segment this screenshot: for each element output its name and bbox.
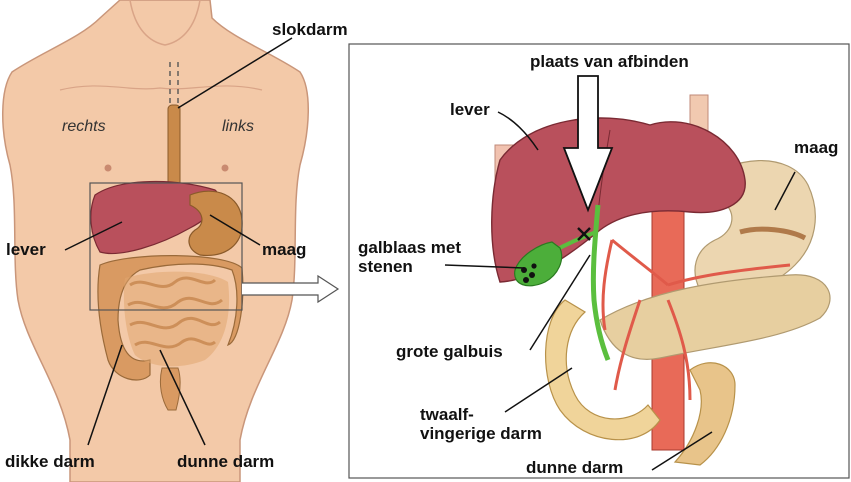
label-duodenum-line1: twaalf- <box>420 405 542 424</box>
label-ligation-site: plaats van afbinden <box>530 52 689 71</box>
label-stomach-right: maag <box>794 138 838 157</box>
label-common-bile-duct: grote galbuis <box>396 342 503 361</box>
label-liver-left: lever <box>6 240 46 259</box>
label-left-side: links <box>222 118 254 136</box>
label-large-intestine: dikke darm <box>5 452 95 471</box>
label-duodenum-line2: vingerige darm <box>420 424 542 443</box>
label-esophagus: slokdarm <box>272 20 348 39</box>
label-small-intestine-right: dunne darm <box>526 458 623 477</box>
label-right-side: rechts <box>62 118 106 136</box>
label-duodenum: twaalf- vingerige darm <box>420 405 542 443</box>
label-liver-right: lever <box>450 100 490 119</box>
label-gallbladder: galblaas met stenen <box>358 238 461 276</box>
label-small-intestine-left: dunne darm <box>177 452 274 471</box>
label-stomach-left: maag <box>262 240 306 259</box>
label-gallbladder-line1: galblaas met <box>358 238 461 257</box>
label-gallbladder-line2: stenen <box>358 257 461 276</box>
nipple-left <box>222 165 229 172</box>
nipple-right <box>105 165 112 172</box>
